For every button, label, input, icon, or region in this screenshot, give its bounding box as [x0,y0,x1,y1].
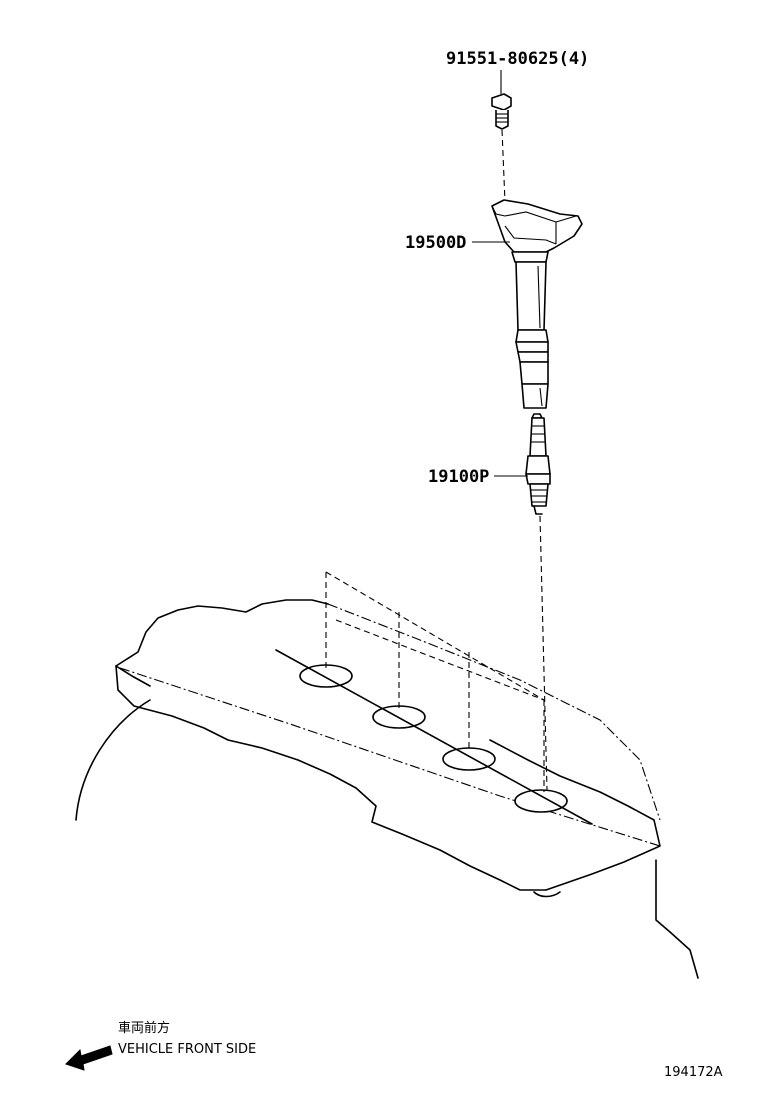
reference-number: 194172A [664,1065,723,1080]
ignition-coil-icon [491,199,583,409]
spark-plug-part-number: 19100P [428,467,489,487]
arrow-left-down-icon [65,1045,113,1071]
spark-plug-icon [525,413,551,515]
spark-plug-axis-dash [539,515,548,791]
direction-note-english: VEHICLE FRONT SIDE [118,1042,256,1057]
direction-note-japanese: 車両前方 [118,1020,170,1036]
bolt-icon [491,93,512,130]
coil-part-number: 19500D [405,233,466,253]
bolt-part-number: 91551-80625(4) [446,49,589,69]
cylinder-head-icon [75,571,699,979]
bolt-axis-dash [501,129,506,203]
